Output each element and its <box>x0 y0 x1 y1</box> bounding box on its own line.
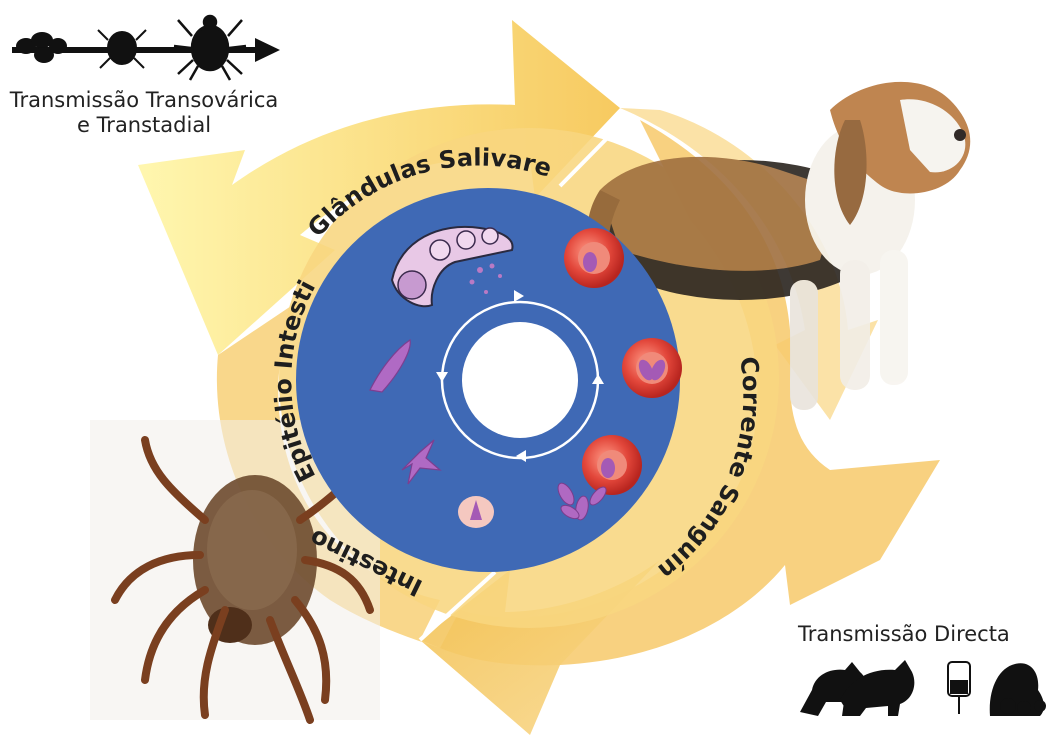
direct-transmission-icons <box>800 660 1046 716</box>
red-blood-cell-icon <box>582 435 642 495</box>
tick-eggs-icon <box>16 32 67 63</box>
direct-transmission-caption: Transmissão Directa <box>798 622 1038 647</box>
ookinete-icon <box>458 496 494 528</box>
mother-dog-puppies-icon <box>990 663 1046 716</box>
dogs-fighting-icon <box>800 660 914 716</box>
blood-transfusion-bag-icon <box>948 662 970 714</box>
transovarial-line1: Transmissão Transovárica <box>6 88 282 113</box>
center-hole <box>462 322 578 438</box>
transovarial-caption: Transmissão Transovárica e Transtadial <box>6 88 282 138</box>
tick-adult-icon <box>174 16 246 80</box>
arrow-right-icon <box>255 38 280 62</box>
red-blood-cell-icon <box>564 228 624 288</box>
transovarial-line2: e Transtadial <box>6 113 282 138</box>
red-blood-cell-icon <box>622 338 682 398</box>
transovarial-icons <box>12 16 280 80</box>
